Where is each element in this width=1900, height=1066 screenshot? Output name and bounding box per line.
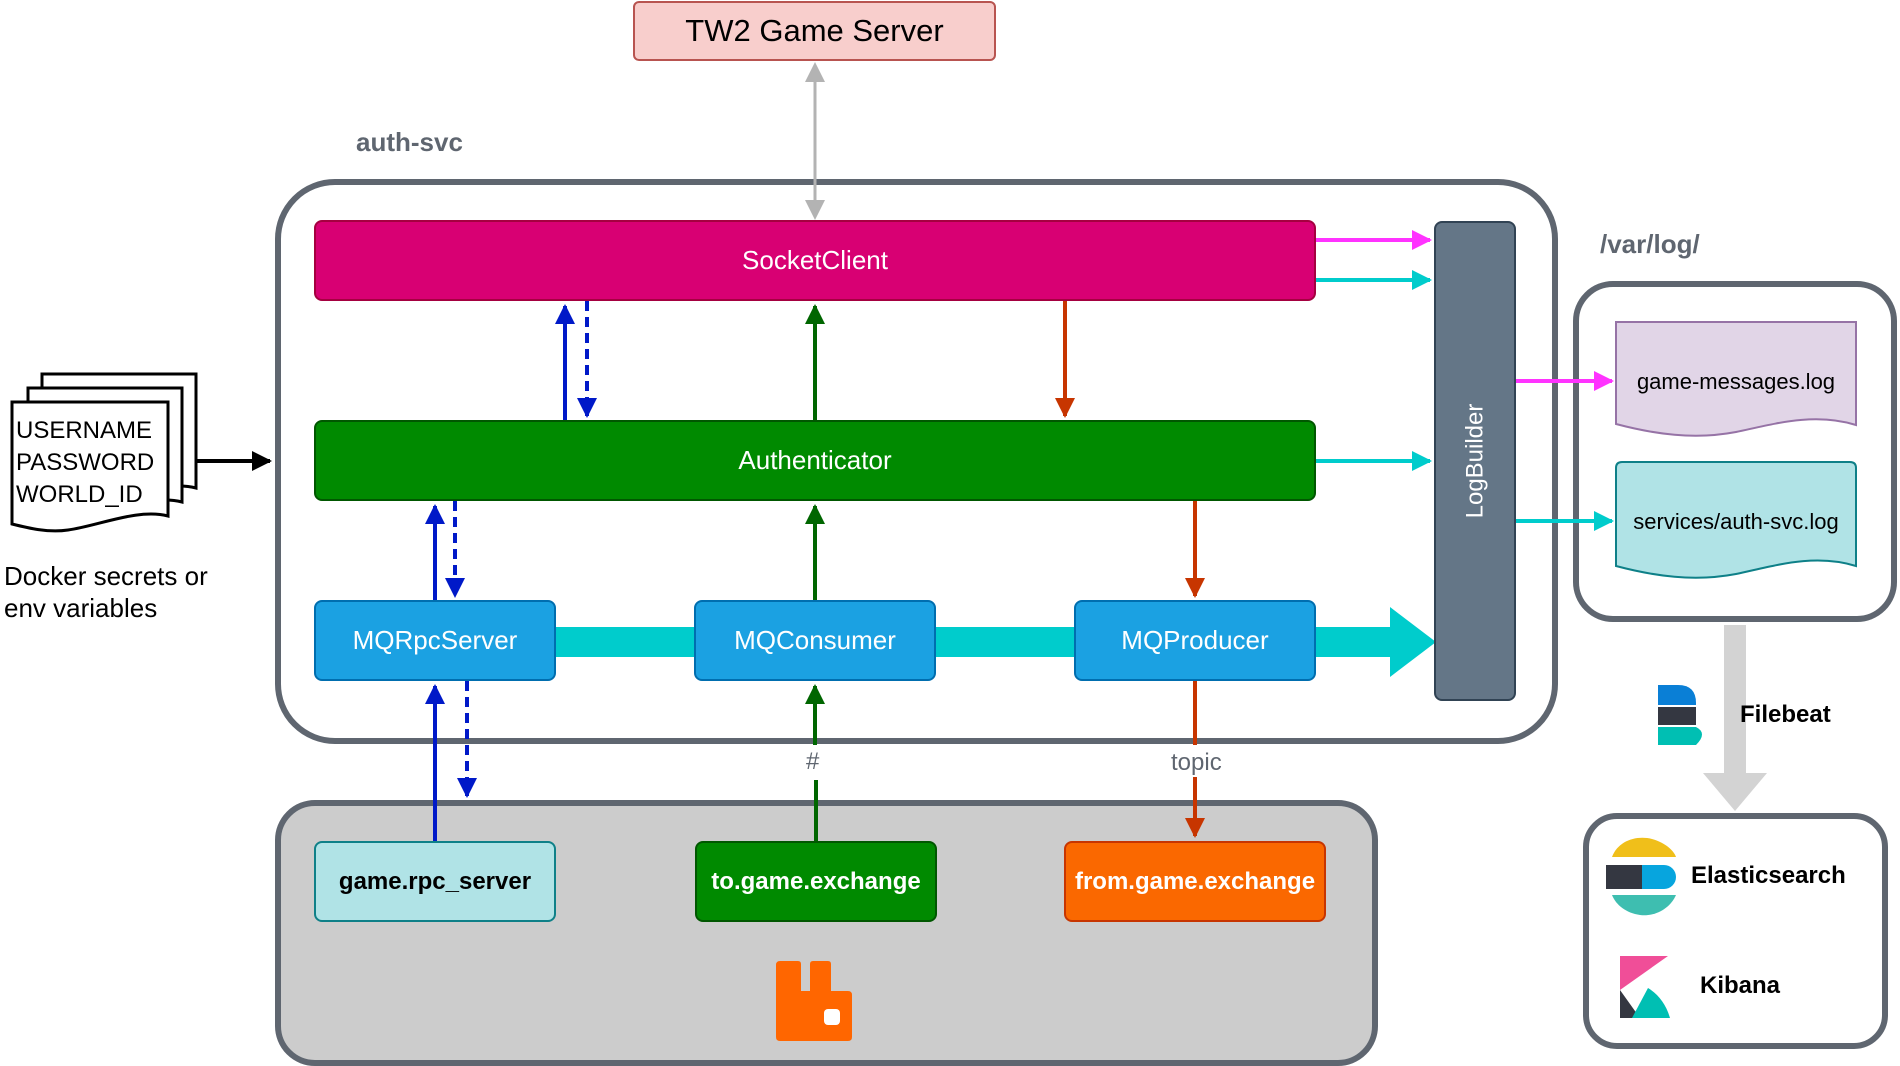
log-builder-label: LogBuilder [1461,403,1488,519]
authenticator-node: Authenticator [314,420,1316,501]
to-game-exchange-node: to.game.exchange [695,841,937,922]
rpc-server-exchange-label: game.rpc_server [338,867,532,895]
game-messages-log-label: game-messages.log [1636,369,1836,394]
mq-producer-node: MQProducer [1074,600,1316,681]
filebeat-icon [1658,685,1702,745]
game-server-node: TW2 Game Server [633,1,996,61]
secret-username: USERNAME [16,417,153,444]
to-game-exchange-label: to.game.exchange [711,867,921,895]
mq-consumer-node: MQConsumer [694,600,936,681]
socket-client-label: SocketClient [742,245,888,275]
server-arrow-bottom [805,200,825,220]
auth-svc-label: auth-svc [356,127,463,157]
secrets-lines: USERNAME PASSWORD WORLD_ID [16,415,154,511]
auth-svc-log-shape [1615,461,1857,579]
log-builder-node: LogBuilder [1434,221,1516,701]
secret-world-id: WORLD_ID [16,481,143,508]
auth-svc-log-label: services/auth-svc.log [1633,509,1839,534]
from-game-exchange-label: from.game.exchange [1074,867,1316,895]
mq-producer-label: MQProducer [1121,625,1269,655]
rabbitmq-icon [776,961,852,1041]
from-game-exchange-node: from.game.exchange [1064,841,1326,922]
filebeat-shipping-arrow [1724,625,1746,775]
secrets-documents-icon [10,372,198,533]
server-arrow-top [805,62,825,82]
elasticsearch-icon [1606,837,1676,916]
authenticator-label: Authenticator [738,445,892,475]
hash-routing-label: # [804,748,822,776]
var-log-label: /var/log/ [1600,229,1700,259]
rpc-server-exchange-node: game.rpc_server [314,841,556,922]
mq-consumer-label: MQConsumer [734,625,896,655]
game-messages-log-shape [1615,321,1857,437]
kibana-icon [1620,956,1670,1018]
secrets-caption: Docker secrets or env variables [4,561,208,623]
mq-rpc-server-label: MQRpcServer [352,625,518,655]
mq-rpc-server-node: MQRpcServer [314,600,556,681]
elasticsearch-label: Elasticsearch [1691,862,1846,889]
topic-routing-label: topic [1169,749,1224,777]
mq-bus-arrowhead [1390,607,1436,677]
game-server-label: TW2 Game Server [685,13,944,48]
secret-password: PASSWORD [16,449,155,476]
socket-client-node: SocketClient [314,220,1316,301]
filebeat-label: Filebeat [1740,701,1831,728]
filebeat-shipping-arrowhead [1703,773,1767,811]
kibana-label: Kibana [1700,972,1781,999]
